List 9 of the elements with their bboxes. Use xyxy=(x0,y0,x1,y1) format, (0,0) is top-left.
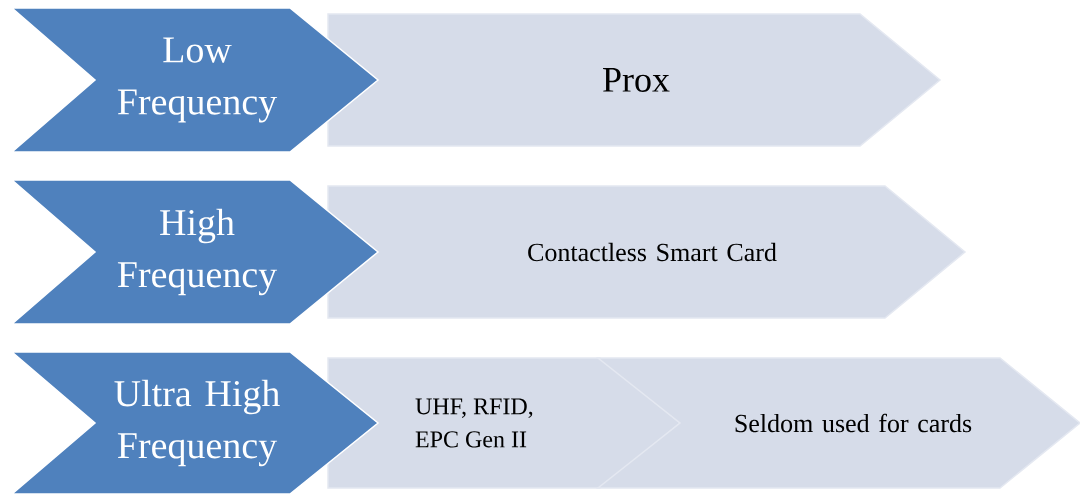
chevron-label-box: Contactless Smart Card xyxy=(327,185,967,319)
node-label: Seldom used for cards xyxy=(735,413,972,433)
chevron-label-box: Low Frequency xyxy=(10,7,380,153)
node-label: UHF, RFID, EPC Gen II xyxy=(415,398,533,448)
chevron-label-box: UHF, RFID, EPC Gen II xyxy=(327,357,682,489)
chevron-label-box: Ultra High Frequency xyxy=(9,351,380,494)
chevron-label-box: Prox xyxy=(327,13,942,147)
chevron-label-box: High Frequency xyxy=(10,179,380,325)
chevron-label-box: Seldom used for cards xyxy=(595,357,1080,489)
